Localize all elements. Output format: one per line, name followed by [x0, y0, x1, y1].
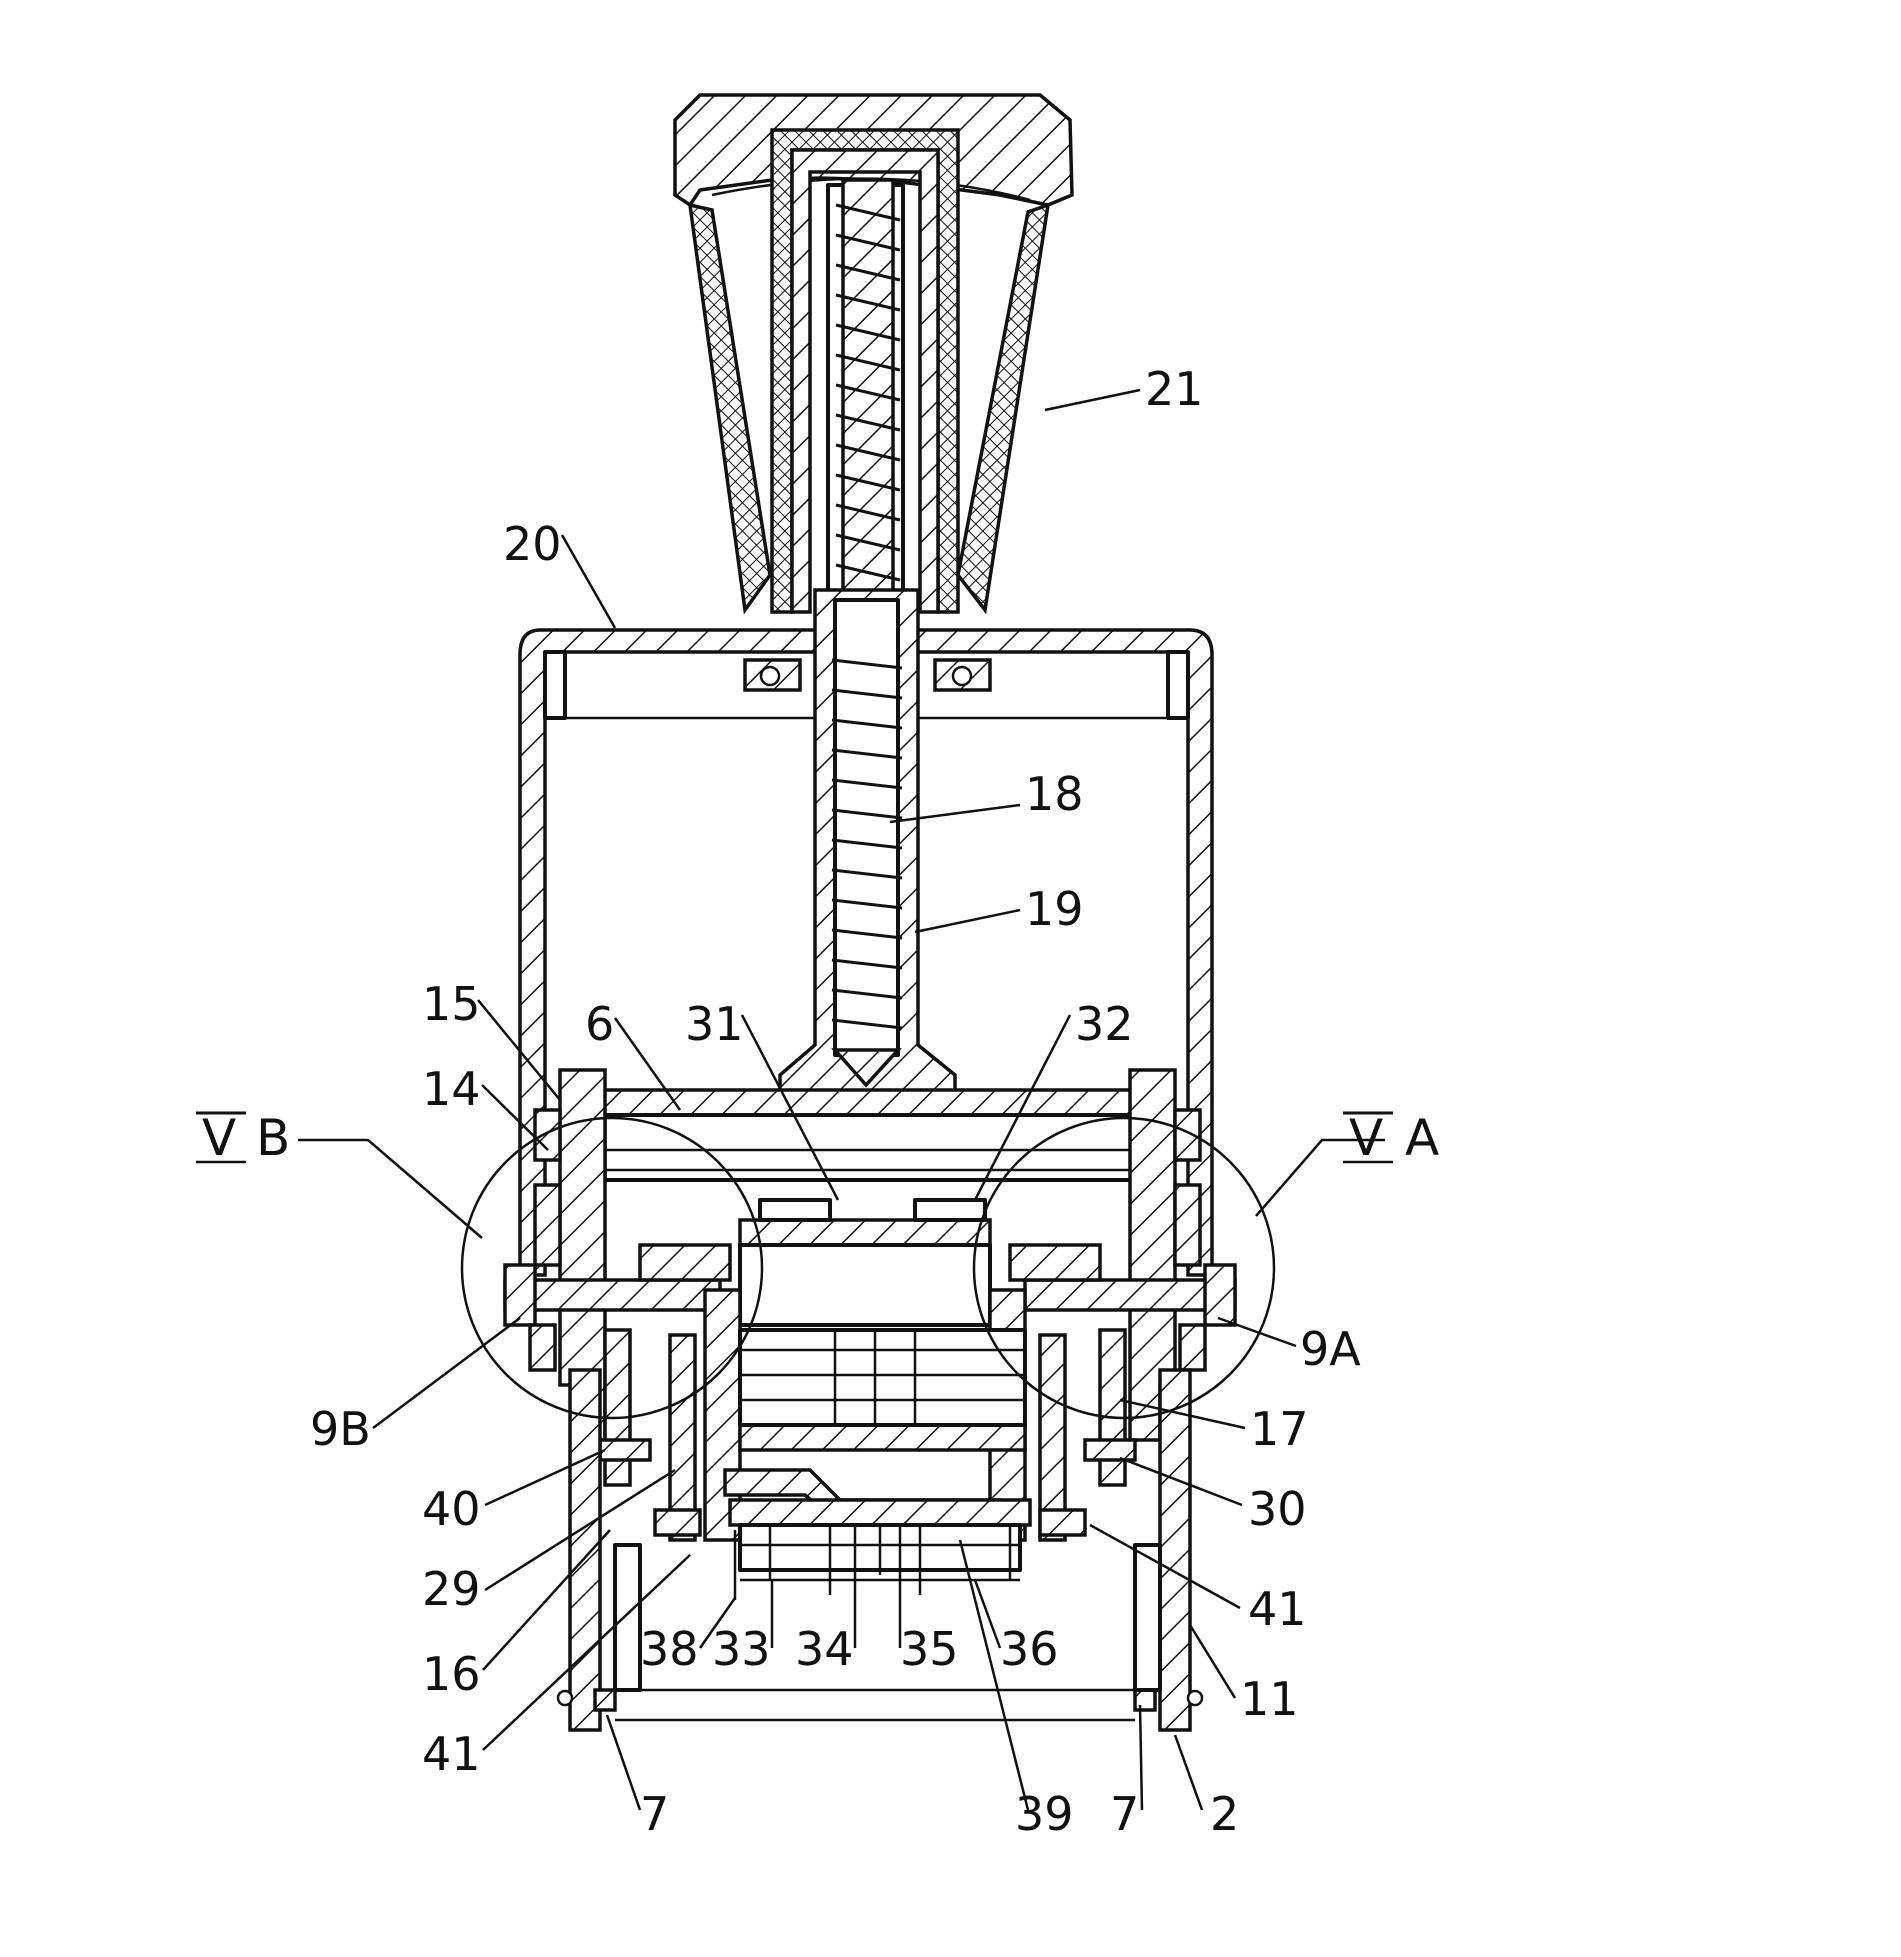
label-vb-symbol: V	[202, 1109, 236, 1167]
label-9a: 9A	[1300, 1322, 1361, 1376]
label-29: 29	[422, 1562, 481, 1616]
label-41-right: 41	[1248, 1582, 1307, 1636]
label-17: 17	[1250, 1402, 1309, 1456]
label-7-left: 7	[640, 1787, 669, 1841]
label-18: 18	[1025, 767, 1084, 821]
label-9b: 9B	[310, 1402, 371, 1456]
label-7-right: 7	[1110, 1787, 1139, 1841]
digit-wheels	[730, 1500, 1030, 1600]
label-40: 40	[422, 1482, 481, 1536]
label-2: 2	[1210, 1787, 1239, 1841]
label-21: 21	[1145, 362, 1204, 416]
label-20: 20	[503, 517, 562, 571]
label-14: 14	[422, 1062, 481, 1116]
label-36: 36	[1000, 1622, 1059, 1676]
label-va-letter: A	[1405, 1109, 1439, 1167]
label-30: 30	[1248, 1482, 1307, 1536]
label-33: 33	[712, 1622, 771, 1676]
label-11: 11	[1240, 1672, 1299, 1726]
label-38: 38	[640, 1622, 699, 1676]
label-31: 31	[685, 997, 744, 1051]
label-41-left: 41	[422, 1727, 481, 1781]
label-16: 16	[422, 1647, 481, 1701]
label-vb-letter: B	[256, 1109, 290, 1167]
label-32: 32	[1075, 997, 1134, 1051]
label-6: 6	[585, 997, 614, 1051]
label-va-symbol: V	[1349, 1109, 1383, 1167]
label-15: 15	[422, 977, 481, 1031]
label-35: 35	[900, 1622, 959, 1676]
label-34: 34	[795, 1622, 854, 1676]
plunger-rod	[828, 180, 903, 660]
print-die-housing	[640, 1200, 1100, 1540]
guide-tube	[780, 590, 955, 1095]
label-39: 39	[1015, 1787, 1074, 1841]
label-19: 19	[1025, 882, 1084, 936]
